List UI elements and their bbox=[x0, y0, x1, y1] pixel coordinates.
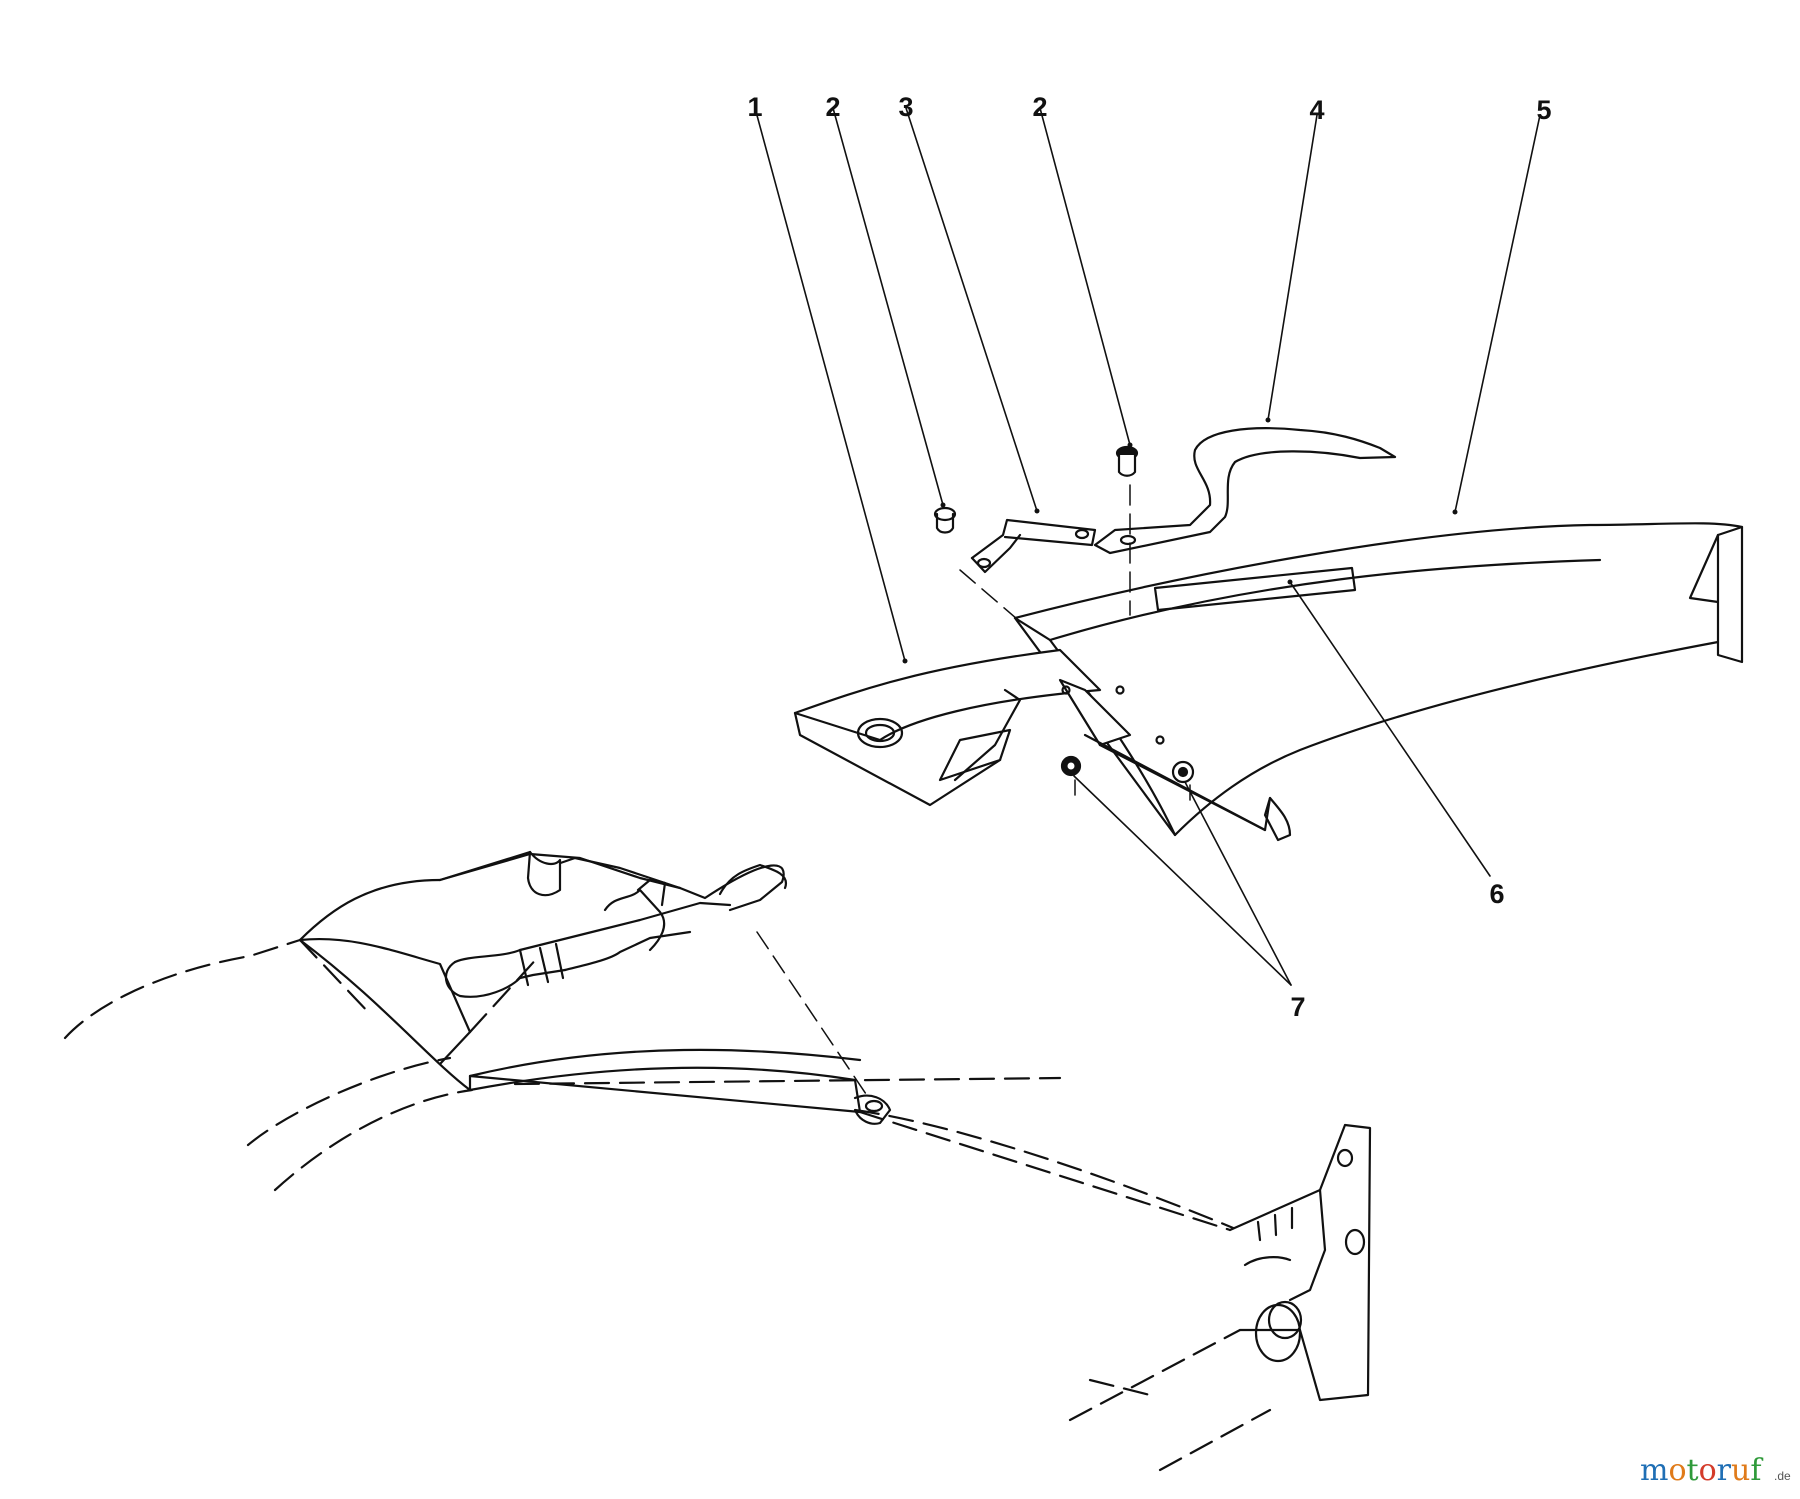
callout-2-left: 2 bbox=[825, 92, 840, 122]
discharge-chute bbox=[1013, 522, 1744, 842]
callout-2-right: 2 bbox=[1032, 92, 1047, 122]
callout-6: 6 bbox=[1489, 879, 1504, 909]
mower-housing bbox=[63, 938, 1272, 1472]
handle bbox=[1093, 427, 1397, 555]
watermark-suffix: .de bbox=[1774, 1469, 1791, 1483]
mounting-plate bbox=[793, 648, 1272, 832]
wheel-bracket bbox=[1228, 1123, 1372, 1402]
screw-right bbox=[1115, 445, 1139, 477]
bracket bbox=[970, 518, 1097, 574]
watermark-logo: motoruf .de bbox=[1640, 1453, 1791, 1488]
alignment-lines bbox=[756, 484, 1191, 1101]
callout-5: 5 bbox=[1536, 95, 1551, 125]
decal bbox=[1153, 566, 1357, 612]
callout-1: 1 bbox=[747, 92, 762, 122]
callout-4: 4 bbox=[1309, 95, 1324, 125]
rear-latch-assembly bbox=[438, 850, 788, 998]
callout-labels: 1 2 3 2 4 5 6 7 bbox=[747, 92, 1551, 1022]
nut-left bbox=[1060, 755, 1082, 777]
nut-right bbox=[1171, 760, 1195, 784]
watermark-text: motoruf bbox=[1640, 1453, 1763, 1488]
leader-dots bbox=[902, 417, 1458, 664]
callout-3: 3 bbox=[898, 92, 913, 122]
callout-leaders bbox=[754, 107, 1541, 986]
callout-7: 7 bbox=[1290, 992, 1305, 1022]
screw-left bbox=[933, 506, 957, 534]
